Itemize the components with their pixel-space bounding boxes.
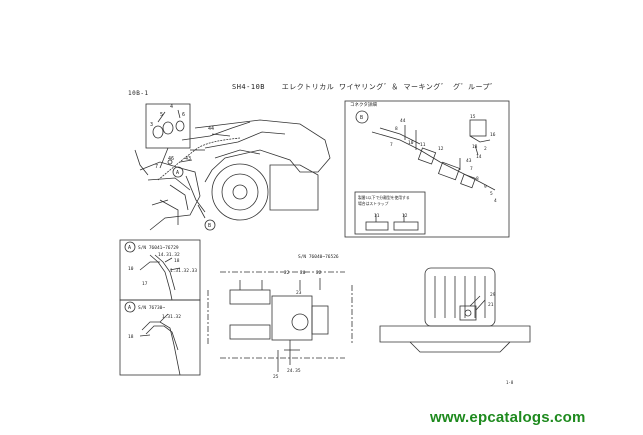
detail-b-note-line1: 製番1以下で分離型を使用する [358,195,410,200]
callout: 5 [490,191,493,197]
callout: 8 [395,126,398,132]
callout: 7 [390,142,393,148]
callout: 4 [494,198,497,204]
lower-mid-sn: S/N 76040~76526 [298,254,339,260]
detail-a2-label: A [128,305,131,311]
section-code: 10B-1 [128,90,149,97]
callout: 1.31.32 [162,314,181,320]
callout: 2 [484,146,487,152]
callout: 21 [488,302,494,308]
callout: 18 [174,258,180,264]
lower-mid-text: S/N 76040~76526 22 20 22 23 25 24.35 [273,254,339,380]
callout: 22 [284,270,290,276]
callout: 43 [185,156,191,162]
callout: 8 [476,176,479,182]
callout: 7 [155,164,158,170]
part-label: 12 [402,213,408,219]
detail-b-title: コネクタ詳細 [350,101,377,108]
detail-a1-text: A S/N 76041~76729 14.31.32 18 1.31.32.33… [128,245,197,287]
callout: 5 [160,112,163,118]
callout: 43 [466,158,472,164]
callout: 44 [208,126,214,132]
detail-a2-box [119,299,201,376]
main-callouts: 44 4 6 5 3 46 43 7 A B [150,104,214,229]
part-label: 11 [374,213,380,219]
callout-b: B [208,223,211,229]
callout: 15 [470,114,476,120]
lower-middle-view [207,271,353,372]
callout-b-circle [204,219,216,231]
detail-a1-label: A [128,245,131,251]
detail-a1-sn: S/N 76041~76729 [138,245,179,251]
lower-right-view [379,267,531,353]
callout: 29 [490,292,496,298]
callout: 4 [170,104,173,110]
callout: 18 [128,334,134,340]
page-number: 1-8 [506,380,514,385]
detail-a2-text: A S/N 76730~ 1.31.32 18 [128,305,181,340]
callout: 11 [420,142,426,148]
callout: 6 [182,112,185,118]
callout: 24.35 [287,368,301,374]
main-view [134,103,331,231]
callout: 25 [273,374,279,380]
page-header: SH4-10B エレクトリカル ワイヤリング゛＆ マーキング゛ グ゛ループ゛ [232,82,498,92]
callout: 1.31.32.33 [170,268,197,274]
header-title: エレクトリカル ワイヤリング゛＆ マーキング゛ グ゛ループ゛ [281,83,498,91]
detail-b-label: B [360,115,363,121]
callout: 10 [408,140,414,146]
watermark: www.epcatalogs.com [430,409,586,426]
callout: 3 [150,122,153,128]
callout: 14 [476,154,482,160]
callout: 20 [300,270,306,276]
callout: 9 [484,184,487,190]
lower-right-text: 29 21 [488,292,496,308]
callout: 46 [168,156,174,162]
detail-b-note-line2: 場合はストラップ [358,201,389,206]
callout: 10 [128,266,134,272]
detail-a2-sn: S/N 76730~ [138,305,165,311]
header-code: SH4-10B [232,83,266,91]
callout: 23 [296,290,302,296]
callout: 16 [490,132,496,138]
detail-b-text: コネクタ詳細 B 44 8 10 11 7 12 13 15 16 14 2 4… [350,101,497,219]
detail-b-box [344,100,510,238]
callout: 12 [438,146,444,152]
callout: 22 [316,270,322,276]
callout: 13 [472,144,478,150]
callout-a: A [176,170,179,176]
callout-a-circle [172,166,184,178]
callout: 14.31.32 [158,252,180,258]
callout: 44 [400,118,406,124]
callout: 7 [470,166,473,172]
callout: 17 [142,281,148,287]
